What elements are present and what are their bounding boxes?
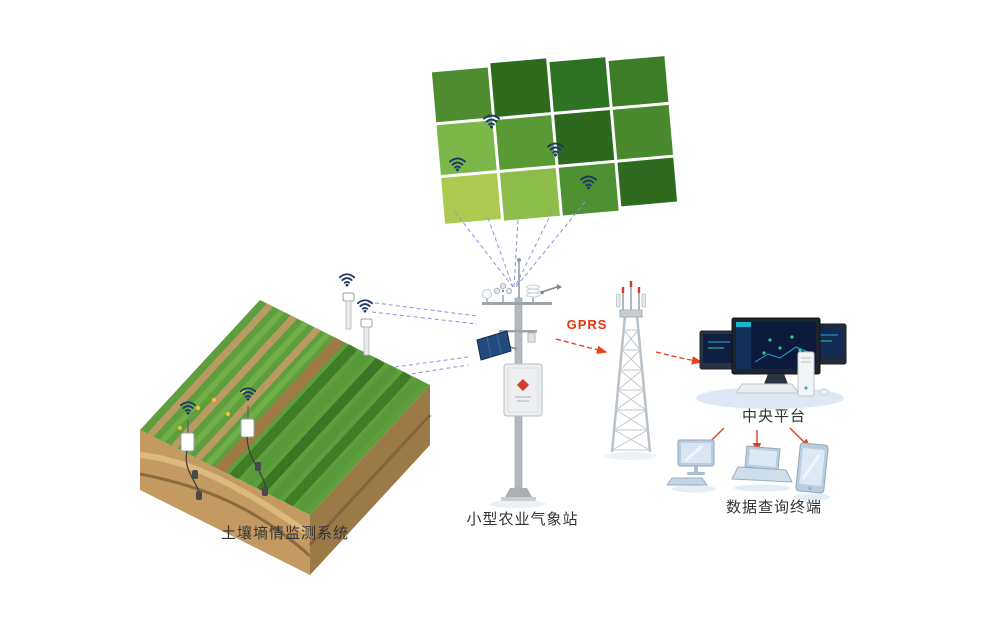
terminal-tablet — [795, 442, 829, 494]
rod-tip — [517, 258, 521, 262]
query-terminals — [666, 439, 830, 501]
anemometer-icon — [493, 282, 513, 303]
field-tile — [608, 56, 669, 107]
field-tile — [431, 67, 493, 123]
field-tile — [612, 104, 673, 160]
field-to-station-links — [454, 201, 586, 288]
underground-probe — [255, 462, 261, 471]
mouse — [819, 388, 829, 396]
tower-platform — [619, 309, 643, 318]
underground-probe — [262, 487, 268, 496]
soil-side-stratum — [308, 413, 432, 547]
field-tile — [436, 120, 497, 176]
tower-lattice — [611, 329, 651, 451]
tower-to-platform-arrow — [655, 351, 703, 365]
solar-panel-icon — [476, 330, 518, 361]
radiation-shield-icon — [526, 284, 540, 303]
soil-system-to-station-links — [367, 301, 478, 378]
underground-probe — [192, 470, 198, 479]
soil-monitoring-system — [140, 273, 432, 575]
station-shadow — [490, 500, 546, 508]
soil-sensor — [239, 387, 268, 496]
wind-vane-icon — [540, 284, 562, 295]
tower-shadow — [605, 452, 657, 460]
desktop-tower — [797, 351, 815, 397]
gprs-uplink-arrow — [555, 338, 608, 354]
field-telemetry-post — [338, 273, 356, 330]
pole-base — [505, 488, 532, 497]
wifi-icon — [338, 273, 356, 287]
antenna-icon — [616, 281, 646, 310]
central-platform — [696, 317, 847, 409]
wifi-icon — [356, 299, 374, 313]
gprs-label: GPRS — [566, 317, 608, 332]
soil-strata — [140, 452, 310, 558]
field-telemetry-post — [356, 299, 374, 356]
terminal-desktop — [666, 439, 715, 486]
field-tile — [495, 115, 556, 170]
query-terminal-label: 数据查询终端 — [725, 499, 822, 516]
field-tile — [554, 110, 615, 165]
weather-station — [476, 258, 562, 508]
aux-sensor — [527, 332, 536, 343]
instrument-crossarm — [482, 302, 552, 305]
alert-diamond-icon — [517, 379, 529, 391]
farm-field-mosaic — [431, 56, 678, 224]
soil-system-label: 土壤墒情监测系统 — [220, 525, 349, 542]
pyranometer-icon — [482, 289, 492, 299]
soil-sensor — [179, 401, 202, 500]
central-platform-label: 中央平台 — [741, 408, 806, 425]
base-plate — [501, 497, 536, 501]
keyboard — [735, 383, 799, 394]
signal-tower — [605, 281, 657, 460]
field-tile — [490, 58, 551, 118]
datalogger-box — [503, 363, 543, 417]
field-tile — [549, 57, 610, 112]
field-tile — [441, 173, 501, 224]
terminal-laptop — [731, 445, 793, 483]
field-tile — [499, 167, 560, 221]
field-tile — [617, 157, 678, 207]
underground-probe — [196, 491, 202, 500]
crop-rows — [147, 302, 424, 513]
weather-station-label: 小型农业气象站 — [466, 511, 579, 528]
sensor-crossarm — [499, 330, 537, 333]
